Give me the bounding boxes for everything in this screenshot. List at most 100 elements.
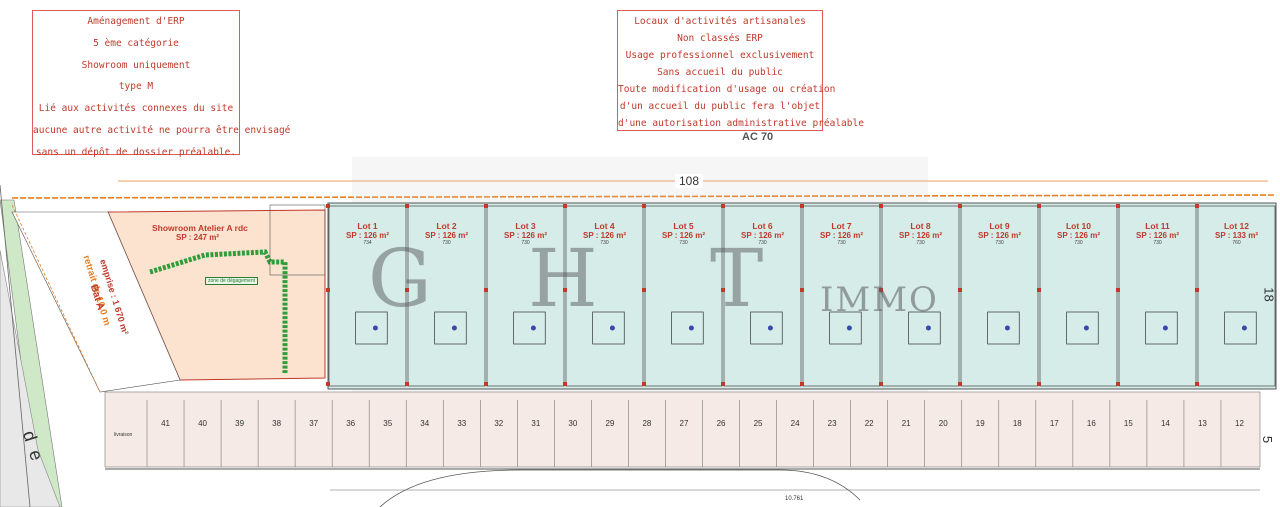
parking-space-number: 29	[605, 419, 615, 428]
lot-surface: SP : 126 m²	[978, 231, 1021, 240]
parking-space-number: 34	[420, 419, 430, 428]
note-left-line: Lié aux activités connexes du site	[38, 103, 234, 115]
lot-dimension: 730	[521, 240, 530, 246]
lot-dimension: 730	[916, 240, 925, 246]
sink-icon	[1083, 325, 1089, 331]
road-edge	[0, 184, 31, 507]
lot-outline	[723, 205, 802, 387]
note-right-line: Sans accueil du public	[657, 67, 783, 78]
parking-space-number: 28	[642, 419, 652, 428]
pillar	[1195, 204, 1199, 208]
lot-outline	[407, 205, 486, 387]
watermark-immo: IMMO	[820, 280, 939, 320]
parking-space-number: 23	[827, 419, 837, 428]
parking-space-number: 25	[753, 419, 763, 428]
stair-block	[269, 204, 326, 276]
top-boundary	[11, 194, 1276, 199]
lot-dimension: 730	[442, 240, 451, 246]
pillar	[879, 288, 883, 292]
dimension-total-width: 108	[675, 174, 704, 188]
retrait-line	[11, 204, 101, 393]
pillar	[958, 288, 962, 292]
pillar	[563, 382, 567, 386]
parking-space-number: 30	[568, 419, 578, 428]
lot-surface: SP : 126 m²	[346, 231, 389, 240]
road-curve	[379, 469, 861, 507]
parking-space-number: 36	[346, 419, 356, 428]
lot-name: Lot 12	[1223, 221, 1250, 231]
lot-outline	[1197, 205, 1276, 387]
parking-space-number: 18	[1012, 419, 1022, 428]
pillar	[1195, 382, 1199, 386]
pillar	[405, 382, 409, 386]
lot-surface: SP : 126 m²	[662, 231, 705, 240]
lot-dimension: 734	[363, 240, 372, 246]
pillar	[326, 204, 330, 208]
sink-icon	[530, 325, 536, 331]
lot-name: Lot 6	[752, 221, 773, 231]
lot-dimension: 760	[1232, 240, 1241, 246]
green-access-path	[149, 249, 288, 373]
pillar	[800, 204, 804, 208]
pillar	[642, 382, 646, 386]
parcel-label: AC 70	[742, 131, 774, 143]
pillar	[721, 382, 725, 386]
parking-space-number: 41	[161, 419, 170, 428]
pillar	[405, 288, 409, 292]
pillar	[721, 204, 725, 208]
parking-space-number: 32	[494, 419, 504, 428]
sanitary-block	[987, 311, 1020, 345]
lot-outline	[486, 205, 565, 387]
lot-surface: SP : 126 m²	[741, 231, 784, 240]
lot-outline	[802, 205, 881, 387]
lot-dimension: 730	[758, 240, 767, 246]
lot-surface: SP : 133 m²	[1215, 231, 1258, 240]
sanitary-block	[1145, 311, 1178, 345]
note-left-line: Aménagement d'ERP	[87, 16, 185, 27]
lot-surface: SP : 126 m²	[583, 231, 626, 240]
parking-space-number: 15	[1123, 419, 1133, 428]
pillar	[958, 204, 962, 208]
sink-icon	[688, 325, 694, 331]
note-left-line: Showroom uniquement	[81, 59, 191, 71]
sanitary-block	[750, 311, 783, 345]
sink-icon	[1004, 325, 1010, 331]
note-left-line: type M	[118, 81, 154, 93]
parking-space-number: 38	[272, 419, 282, 428]
lot-name: Lot 4	[594, 221, 615, 231]
pillar	[1116, 204, 1120, 208]
parking-space-number: 17	[1049, 419, 1059, 428]
parking-space-number: 33	[457, 419, 467, 428]
parking-space-number: 39	[235, 419, 245, 428]
lot-name: Lot 8	[910, 221, 931, 231]
pillar	[1116, 288, 1120, 292]
sink-icon	[372, 325, 378, 331]
pillar	[1195, 288, 1199, 292]
lot-surface: SP : 126 m²	[820, 231, 863, 240]
lot-outline	[960, 205, 1039, 387]
lot-name: Lot 1	[357, 221, 378, 231]
sanitary-block	[434, 311, 467, 345]
sanitary-block	[355, 311, 388, 345]
pillar	[326, 382, 330, 386]
parking-space-number: 31	[531, 419, 541, 428]
lot-name: Lot 11	[1145, 221, 1170, 231]
sink-icon	[846, 325, 852, 331]
sink-icon	[609, 325, 615, 331]
pillar	[800, 288, 804, 292]
parking-row	[104, 391, 1261, 468]
sanitary-block	[671, 311, 704, 345]
note-right-line: Locaux d'activités artisanales	[634, 16, 806, 27]
parking-space-number: 35	[383, 419, 393, 428]
lot-dimension: 730	[600, 240, 609, 246]
pillar	[563, 288, 567, 292]
